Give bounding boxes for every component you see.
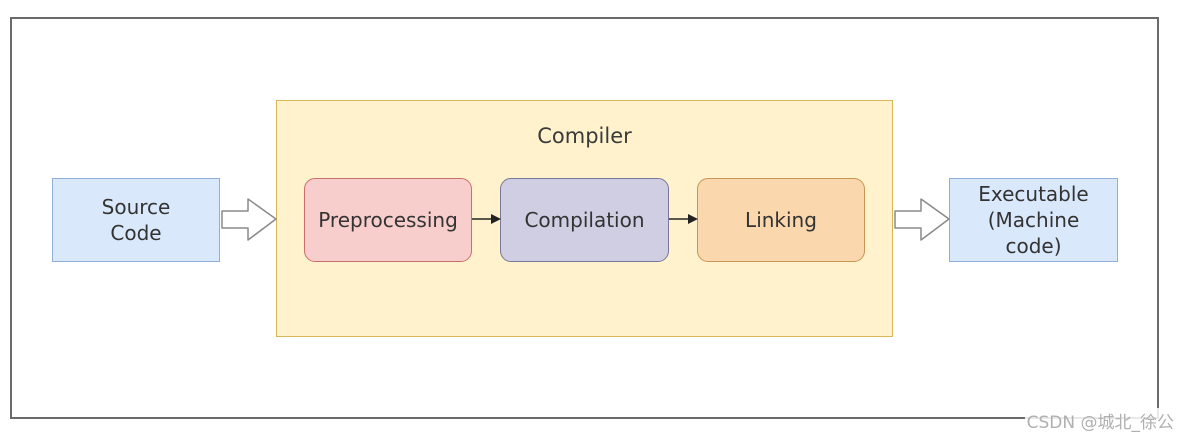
watermark-text: CSDN @城北_徐公 xyxy=(1024,408,1176,433)
executable-node: Executable (Machine code) xyxy=(949,178,1118,262)
block-arrow-in xyxy=(221,198,277,241)
compiler-label: Compiler xyxy=(537,124,632,148)
compilation-node: Compilation xyxy=(500,178,669,262)
source-code-node: Source Code xyxy=(52,178,220,262)
preprocessing-node: Preprocessing xyxy=(304,178,472,262)
block-arrow-out xyxy=(894,198,950,241)
